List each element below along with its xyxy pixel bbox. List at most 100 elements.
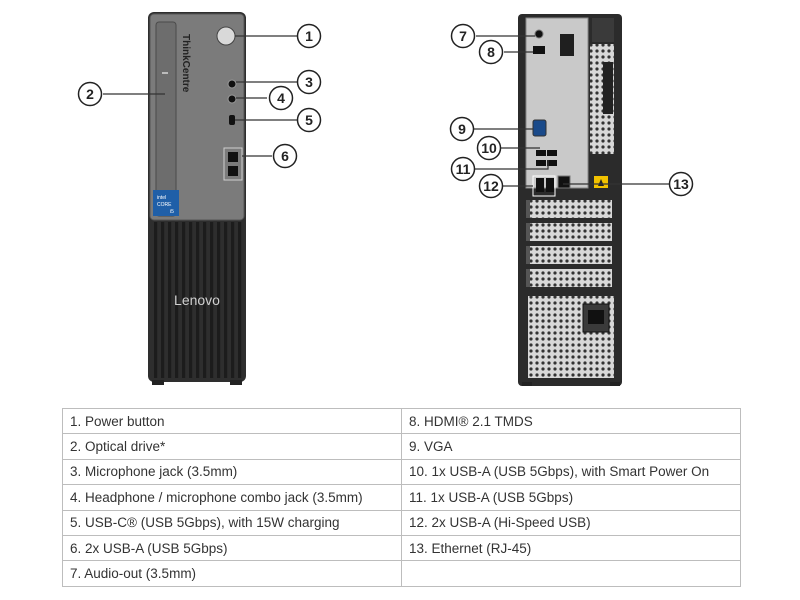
table-row: 2. Optical drive*9. VGA <box>62 433 741 460</box>
table-cell-left: 5. USB-C® (USB 5Gbps), with 15W charging <box>62 509 402 536</box>
front-foot <box>230 380 242 385</box>
product-diagram: ThinkCentre intel CORE i5 Lenovo <box>77 12 694 386</box>
front-groove <box>196 222 200 378</box>
callout-number: 8 <box>487 44 495 60</box>
callout-number: 11 <box>456 161 471 177</box>
callout-circle <box>296 107 322 133</box>
optical-drive <box>155 21 177 217</box>
front-view: ThinkCentre intel CORE i5 Lenovo <box>148 12 246 385</box>
callout-circle <box>272 143 298 169</box>
ethernet-port <box>557 175 571 189</box>
expansion-slots <box>526 200 612 287</box>
callout-number: 4 <box>277 90 285 106</box>
callout-9: 9 <box>449 116 475 142</box>
intel-badge <box>153 190 179 216</box>
front-usb-a-port <box>228 152 238 162</box>
table-cell-right: 11. 1x USB-A (USB 5Gbps) <box>401 484 741 511</box>
callout-circle <box>77 81 103 107</box>
rear-antenna-cover <box>560 34 574 56</box>
callout-number: 13 <box>673 176 689 192</box>
callout-number: 5 <box>305 112 313 128</box>
optical-drive-slot <box>162 72 168 74</box>
callout-number: 10 <box>481 140 497 156</box>
table-cell-right: 12. 2x USB-A (Hi-Speed USB) <box>401 509 741 536</box>
callout-circle <box>478 173 504 199</box>
table-cell-left: 4. Headphone / microphone combo jack (3.… <box>62 484 402 511</box>
power-inlet <box>588 310 604 324</box>
callout-number: 1 <box>305 28 313 44</box>
expansion-slot <box>530 269 612 287</box>
table-row: 4. Headphone / microphone combo jack (3.… <box>62 484 741 511</box>
table-cell-left: 6. 2x USB-A (USB 5Gbps) <box>62 534 402 562</box>
rear-hi-speed-usb-port <box>536 178 544 192</box>
callout-circle <box>268 85 294 111</box>
callout-circle <box>476 135 502 161</box>
table-cell-right: 8. HDMI® 2.1 TMDS <box>401 407 741 435</box>
table-cell-right: 9. VGA <box>401 433 741 460</box>
lenovo-logo: Lenovo <box>174 292 220 308</box>
callout-circle <box>449 116 475 142</box>
callout-number: 2 <box>86 86 94 102</box>
table-cell-left: 1. Power button <box>62 407 402 435</box>
front-groove <box>224 222 228 378</box>
front-groove <box>189 222 193 378</box>
table-cell-left: 3. Microphone jack (3.5mm) <box>62 458 402 486</box>
rear-usb-a-smart-power <box>536 150 546 156</box>
intel-badge-line2: CORE <box>157 202 172 208</box>
callout-number: 6 <box>281 148 289 164</box>
front-groove <box>168 222 172 378</box>
callout-circle <box>450 156 476 182</box>
headphone-combo-jack <box>227 94 237 104</box>
rear-lock-slot <box>603 62 613 114</box>
leader-lines <box>103 35 669 187</box>
callout-circle <box>450 23 476 49</box>
expansion-slot <box>530 246 612 264</box>
rear-view <box>518 14 622 386</box>
expansion-slot <box>530 223 612 241</box>
front-groove <box>210 222 214 378</box>
callout-circle <box>478 39 504 65</box>
table-cell-left: 2. Optical drive* <box>62 433 402 460</box>
brand-text: ThinkCentre <box>180 34 191 93</box>
callout-7: 7 <box>450 23 476 49</box>
callout-number: 12 <box>483 178 499 194</box>
front-groove <box>182 222 186 378</box>
table-row: 5. USB-C® (USB 5Gbps), with 15W charging… <box>62 509 741 536</box>
rear-usb-a-port <box>547 160 557 166</box>
vga-port <box>532 119 547 137</box>
table-cell-right: 10. 1x USB-A (USB 5Gbps), with Smart Pow… <box>401 458 741 486</box>
table-cell-left: 7. Audio-out (3.5mm) <box>62 560 402 587</box>
front-foot <box>152 380 164 385</box>
power-button <box>216 26 236 46</box>
table-row: 7. Audio-out (3.5mm) <box>62 560 741 587</box>
front-groove <box>161 222 165 378</box>
callout-circle <box>668 171 694 197</box>
rear-top-bracket <box>592 18 614 42</box>
audio-out-jack <box>534 29 544 39</box>
rear-usb-a-port <box>547 150 557 156</box>
callout-13: 13 <box>668 171 694 197</box>
intel-badge-line1: intel <box>157 195 166 201</box>
callout-1: 1 <box>296 23 322 49</box>
callout-number: 9 <box>458 121 466 137</box>
table-row: 6. 2x USB-A (USB 5Gbps)13. Ethernet (RJ-… <box>62 534 741 562</box>
callout-8: 8 <box>478 39 504 65</box>
front-usb-a-port <box>228 166 238 176</box>
callout-5: 5 <box>296 107 322 133</box>
table-cell-right: 13. Ethernet (RJ-45) <box>401 534 741 562</box>
usb-c-port <box>229 115 235 125</box>
callout-number: 7 <box>459 28 467 44</box>
front-groove <box>231 222 235 378</box>
callout-circle <box>296 69 322 95</box>
table-row: 3. Microphone jack (3.5mm)10. 1x USB-A (… <box>62 458 741 486</box>
table-cell-right <box>401 560 741 587</box>
front-grooves <box>154 222 242 378</box>
callout-11: 11 <box>450 156 476 182</box>
callout-3: 3 <box>296 69 322 95</box>
microphone-jack <box>227 79 237 89</box>
front-groove <box>154 222 158 378</box>
